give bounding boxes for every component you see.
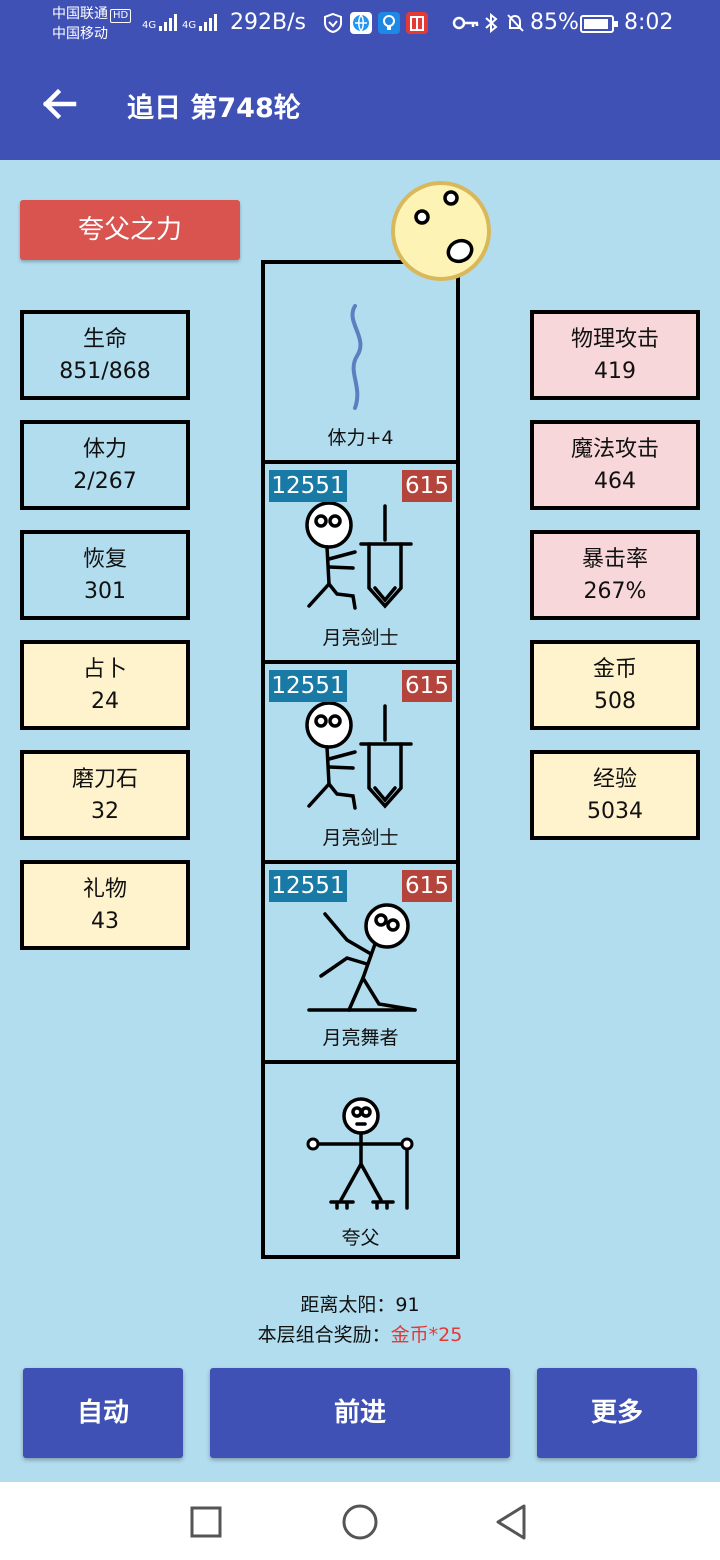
stat-value: 419 — [594, 359, 636, 384]
enemy-attack-badge: 615 — [402, 470, 452, 502]
shield-icon — [322, 12, 344, 34]
stat-label: 恢复 — [82, 547, 127, 572]
signal-icon: 4G — [142, 14, 179, 31]
signal-icon-2: 4G — [182, 14, 219, 31]
bulb-icon — [378, 12, 400, 34]
distance-value: 91 — [395, 1294, 420, 1316]
tower-cell-enemy[interactable]: 12551 615 月亮剑士 — [265, 664, 456, 860]
reward-info: 本层组合奖励：金币*25 — [0, 1320, 720, 1347]
tower-cell-enemy[interactable]: 12551 615 月亮剑士 — [265, 464, 456, 660]
tower-divider — [265, 460, 456, 464]
stat-gift[interactable]: 礼物 43 — [20, 860, 190, 950]
stat-label: 暴击率 — [581, 547, 648, 572]
stat-value: 2/267 — [73, 469, 137, 494]
stat-magic-attack: 魔法攻击 464 — [530, 420, 700, 510]
enemy-hp-badge: 12551 — [269, 470, 347, 502]
tower-divider — [265, 1060, 456, 1064]
key-icon — [452, 12, 480, 34]
stat-value: 464 — [594, 469, 636, 494]
moon-swordsman-icon — [305, 501, 413, 610]
stat-life: 生命 851/868 — [20, 310, 190, 400]
enemy-hp-badge: 12551 — [269, 870, 347, 902]
cell-label: 月亮剑士 — [322, 827, 399, 849]
reward-label: 本层组合奖励： — [257, 1324, 391, 1346]
back-triangle-icon[interactable] — [492, 1502, 532, 1542]
kuafu-power-button[interactable]: 夸父之力 — [20, 200, 240, 260]
battery-percent: 85% — [530, 10, 579, 35]
app-bar: 追日 第748轮 — [0, 48, 720, 160]
tower-cell-player: 夸父 — [265, 1064, 456, 1260]
recent-apps-icon[interactable] — [186, 1502, 226, 1542]
distance-label: 距离太阳： — [300, 1294, 396, 1316]
stat-experience: 经验 5034 — [530, 750, 700, 840]
reward-value: 金币*25 — [390, 1324, 463, 1346]
network-type-2: 4G — [182, 20, 197, 31]
page-title: 追日 第748轮 — [127, 93, 301, 124]
stat-gold: 金币 508 — [530, 640, 700, 730]
stat-value: 508 — [594, 689, 636, 714]
book-icon — [406, 12, 428, 34]
stat-label: 礼物 — [82, 877, 127, 902]
moon-dancer-icon — [307, 903, 417, 1012]
stat-value: 5034 — [587, 799, 643, 824]
enemy-hp-badge: 12551 — [269, 670, 347, 702]
forward-button[interactable]: 前进 — [210, 1368, 510, 1458]
hd-badge: HD — [110, 9, 132, 23]
bluetooth-icon — [482, 12, 500, 34]
stat-label: 魔法攻击 — [570, 437, 659, 462]
cell-label: 夸父 — [341, 1227, 380, 1249]
stat-recovery: 恢复 301 — [20, 530, 190, 620]
clock: 8:02 — [624, 10, 674, 35]
cell-label: 月亮剑士 — [322, 627, 399, 649]
stat-stamina: 体力 2/267 — [20, 420, 190, 510]
tower: 体力+4 12551 615 月亮剑士 — [261, 260, 460, 1259]
stat-label: 生命 — [82, 327, 127, 352]
lightning-icon — [350, 304, 363, 410]
stat-value: 267% — [583, 579, 647, 604]
more-button[interactable]: 更多 — [537, 1368, 697, 1458]
tower-cell-enemy[interactable]: 12551 615 月亮舞者 — [265, 864, 456, 1060]
auto-button[interactable]: 自动 — [23, 1368, 183, 1458]
back-arrow-icon[interactable] — [38, 82, 82, 126]
moon-swordsman-icon — [305, 701, 413, 810]
stat-divination[interactable]: 占卜 24 — [20, 640, 190, 730]
browser-icon — [350, 12, 372, 34]
stat-label: 占卜 — [82, 657, 127, 682]
tower-cell-item[interactable]: 体力+4 — [265, 264, 456, 460]
carrier-primary: 中国联通 — [52, 6, 108, 22]
stat-value: 851/868 — [59, 359, 151, 384]
cell-label: 体力+4 — [327, 427, 394, 449]
distance-info: 距离太阳：91 — [0, 1290, 720, 1317]
tower-divider — [265, 860, 456, 864]
stat-value: 43 — [91, 909, 119, 934]
stat-label: 经验 — [592, 767, 637, 792]
tower-divider — [265, 660, 456, 664]
stat-label: 金币 — [592, 657, 637, 682]
sun-icon — [390, 180, 492, 282]
carrier-secondary: 中国移动 — [52, 26, 108, 42]
enemy-attack-badge: 615 — [402, 870, 452, 902]
home-icon[interactable] — [340, 1502, 380, 1542]
network-type: 4G — [142, 20, 157, 31]
stat-physical-attack: 物理攻击 419 — [530, 310, 700, 400]
stat-value: 24 — [91, 689, 119, 714]
stat-whetstone[interactable]: 磨刀石 32 — [20, 750, 190, 840]
network-speed: 292B/s — [230, 10, 306, 35]
navigation-bar — [0, 1482, 720, 1560]
stat-value: 32 — [91, 799, 119, 824]
stat-label: 体力 — [82, 437, 127, 462]
cell-label: 月亮舞者 — [322, 1027, 399, 1049]
stat-label: 物理攻击 — [570, 327, 659, 352]
enemy-attack-badge: 615 — [402, 670, 452, 702]
stat-value: 301 — [84, 579, 126, 604]
battery-icon — [580, 15, 618, 33]
stat-label: 磨刀石 — [71, 767, 138, 792]
kuafu-player-icon — [306, 1097, 414, 1210]
stat-crit-rate: 暴击率 267% — [530, 530, 700, 620]
mute-icon — [504, 12, 526, 34]
